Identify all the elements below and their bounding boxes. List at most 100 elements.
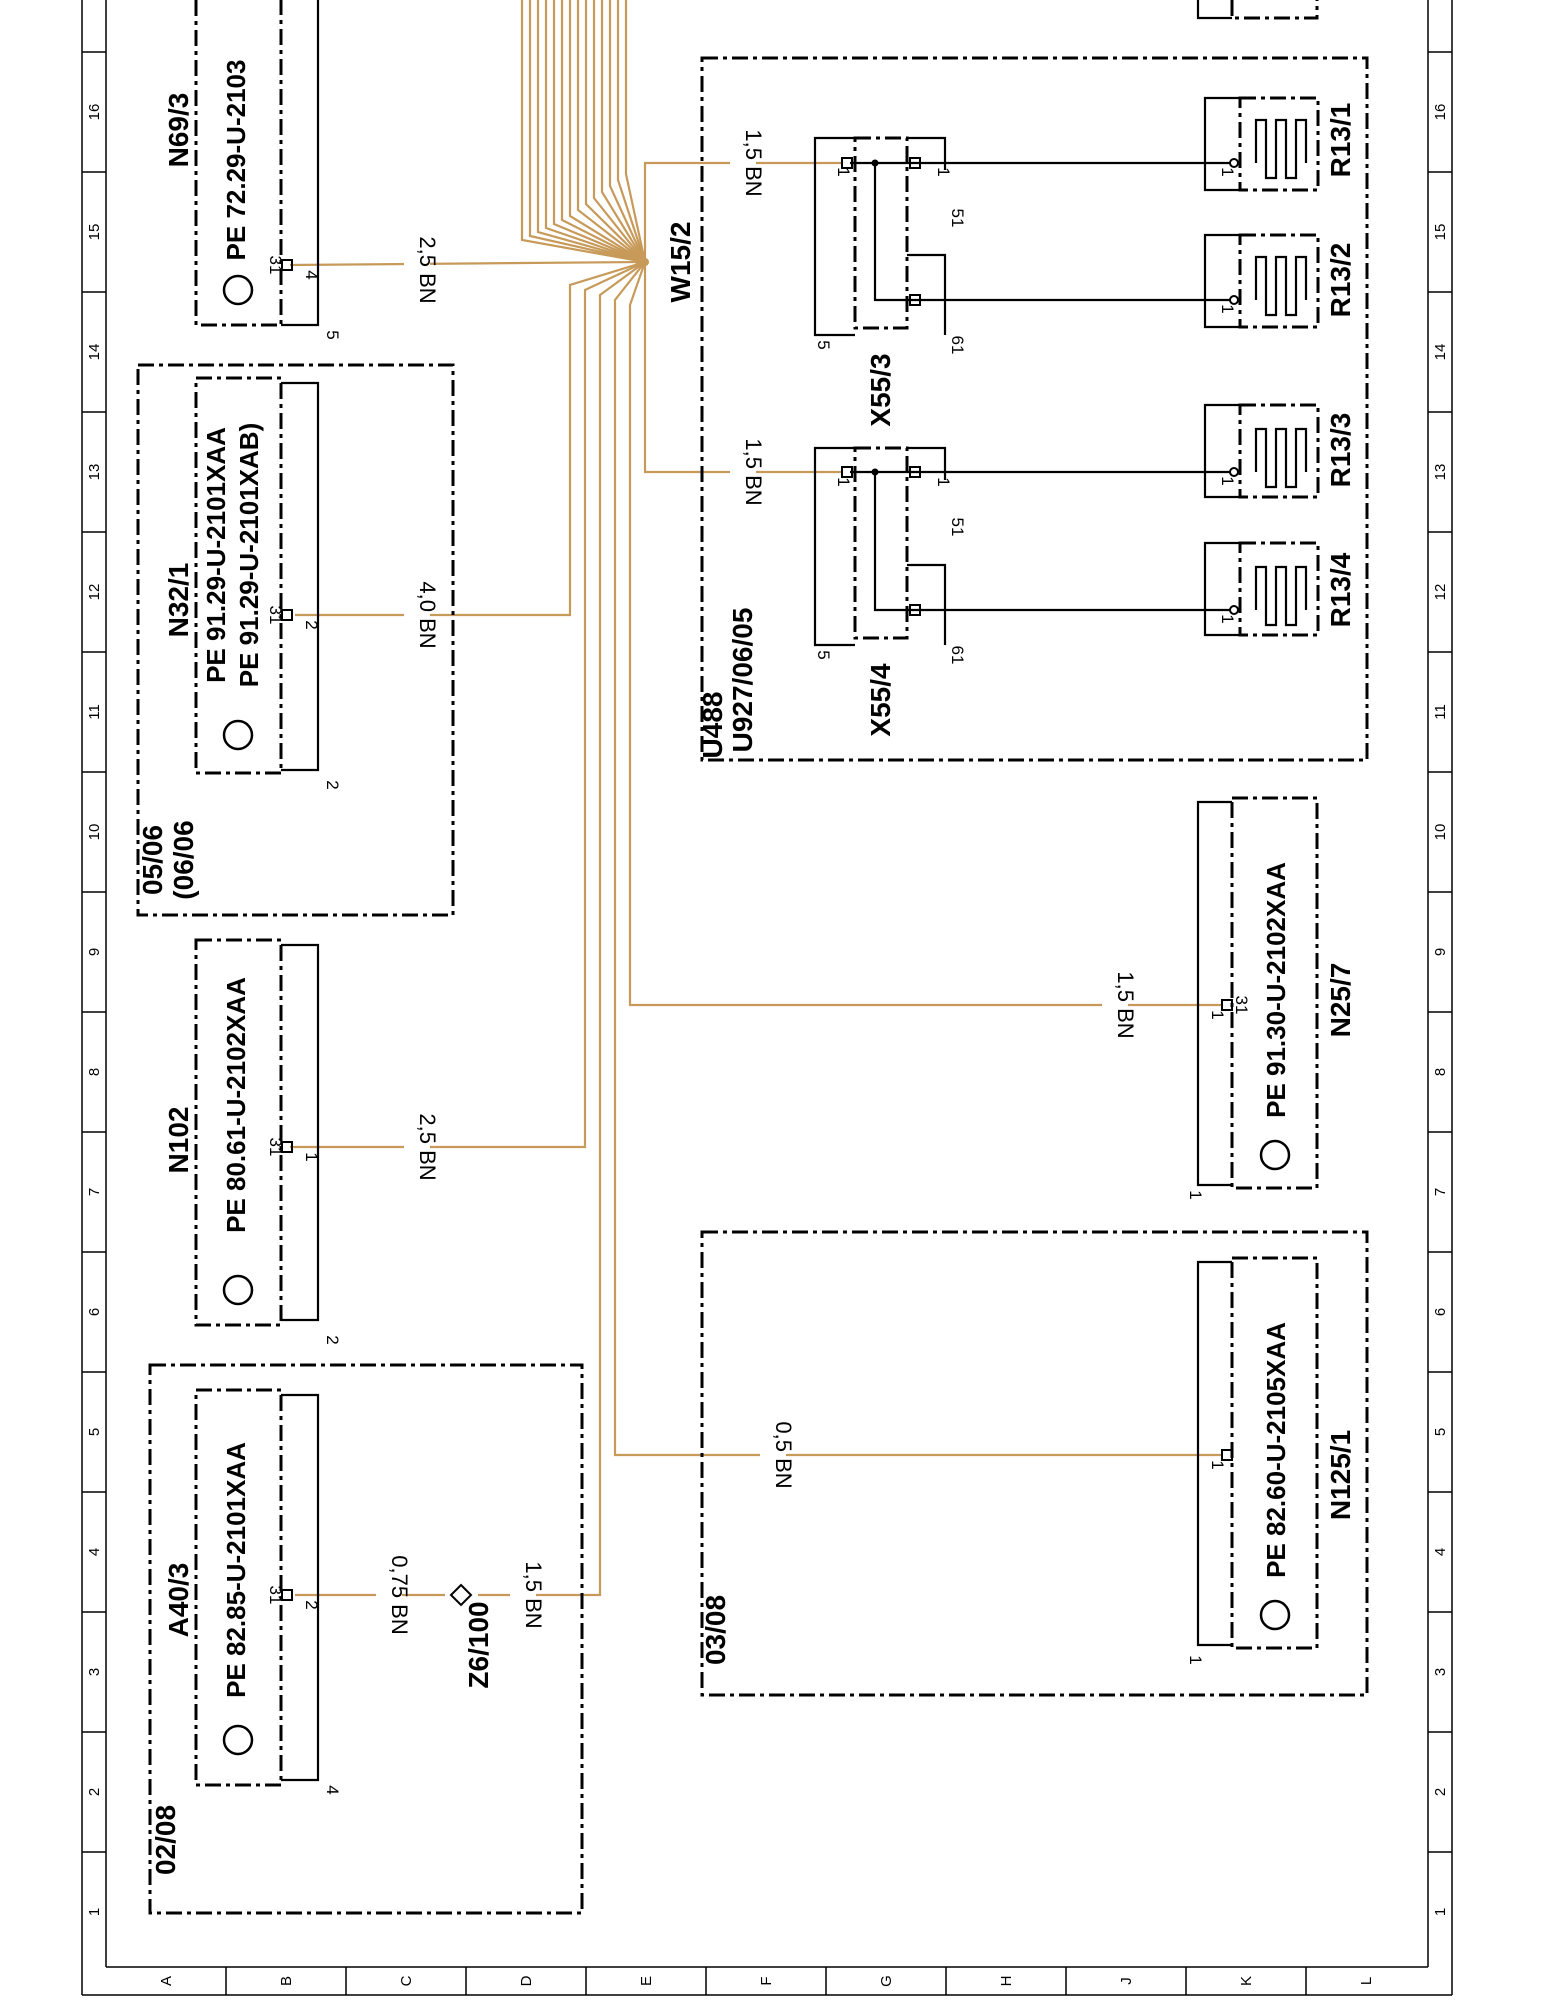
u488-id2: U927/06/05 — [727, 608, 758, 753]
transistor-icon — [222, 1274, 254, 1306]
x55-4-pin-5: 5 — [814, 650, 833, 659]
col-12-left: 12 — [86, 584, 103, 601]
wire-label-x55-3: 1,5 BN — [741, 129, 766, 196]
col-7-left: 7 — [86, 1188, 103, 1196]
n25-pin-1a: 1 — [1208, 1010, 1227, 1019]
transistor-icon — [222, 719, 254, 751]
col-4-left: 4 — [86, 1548, 103, 1556]
col-13-left: 13 — [86, 464, 103, 481]
column-ticks — [82, 51, 1452, 1853]
wire-n32 — [295, 260, 646, 617]
component-u488: U488 U927/06/05 — [697, 56, 1369, 762]
transistor-icon — [222, 274, 254, 306]
n69-pin-4: 4 — [302, 270, 321, 279]
n32-date2: (06/06 — [168, 820, 199, 899]
r13-4-id: R13/4 — [1325, 552, 1356, 627]
x55-4-pin-51: 51 — [948, 518, 967, 537]
r13-1-pin: 1 — [1218, 167, 1237, 176]
col-15-left: 15 — [86, 224, 103, 241]
row-letters: A B C D E F G H J K L — [158, 1967, 1375, 1995]
a40-id: A40/3 — [163, 1563, 194, 1638]
wire-label-n102: 2,5 BN — [415, 1113, 440, 1180]
component-n69-3: N69/3 PE 72.29-U-2103 31 4 5 — [163, 0, 342, 340]
r13-3-pin: 1 — [1218, 476, 1237, 485]
col-11-left: 11 — [86, 704, 103, 720]
n25-code: PE 91.30-U-2102XAA — [1261, 862, 1291, 1118]
wire-labels: 2,5 BN 4,0 BN 2,5 BN 0,75 BN 1,5 BN 0,5 … — [376, 129, 1138, 1635]
row-E: E — [638, 1976, 655, 1986]
component-n102: N102 PE 80.61-U-2102XAA 31 1 2 — [163, 938, 342, 1345]
col-13-right: 13 — [1432, 464, 1449, 481]
wire-label-n25: 1,5 BN — [1113, 971, 1138, 1038]
n32-date1: 05/06 — [137, 825, 168, 895]
wire-x55-4 — [643, 262, 842, 474]
drawing-frame — [81, 0, 1453, 1996]
n69-code: PE 72.29-U-2103 — [221, 60, 251, 261]
wire-label-a40-in: 0,75 BN — [387, 1555, 412, 1635]
row-H: H — [998, 1976, 1015, 1987]
n125-date: 03/08 — [700, 1595, 731, 1665]
x55-3-pin-61: 61 — [948, 336, 967, 355]
row-C: C — [398, 1975, 415, 1986]
col-8-left: 8 — [86, 1068, 103, 1076]
n102-pin-1: 1 — [302, 1152, 321, 1161]
col-5-left: 5 — [86, 1428, 103, 1436]
a40-code: PE 82.85-U-2101XAA — [221, 1442, 251, 1698]
splice-w15-2: W15/2 — [641, 222, 696, 303]
a40-pin-2: 2 — [302, 1600, 321, 1609]
row-A: A — [158, 1976, 175, 1986]
component-n32-1: N32/1 PE 91.29-U-2101XAA PE 91.29-U-2101… — [136, 363, 455, 917]
col-11-right: 11 — [1432, 704, 1449, 720]
r13-2-pin: 1 — [1218, 304, 1237, 313]
x55-3-pin-51: 51 — [948, 209, 967, 228]
col-12-right: 12 — [1432, 584, 1449, 601]
a40-date: 02/08 — [150, 1805, 181, 1875]
n102-pin-31: 31 — [266, 1138, 285, 1157]
n102-pin-2: 2 — [323, 1335, 342, 1344]
transistor-icon — [1259, 1599, 1291, 1631]
heater-r13-1: R13/1 1 — [1203, 96, 1356, 192]
component-n125-1: N125/1 PE 82.60-U-2105XAA 03/08 1 1 — [700, 1230, 1369, 1697]
n32-id: N32/1 — [163, 563, 194, 638]
col-16-right: 16 — [1432, 104, 1449, 121]
wire-n125 — [613, 261, 1222, 1457]
col-2-left: 2 — [86, 1788, 103, 1796]
wire-n25 — [628, 261, 1222, 1007]
n32-pin-2b: 2 — [323, 780, 342, 789]
row-B: B — [278, 1976, 295, 1986]
col-10-right: 10 — [1432, 824, 1449, 841]
wire-n69 — [289, 260, 646, 267]
n25-id: N25/7 — [1325, 963, 1356, 1038]
row-D: D — [518, 1975, 535, 1986]
col-9-right: 9 — [1432, 948, 1449, 956]
connector-x55-3: X55/3 1 5 51 61 1 — [813, 136, 1230, 427]
col-16-left: 16 — [86, 104, 103, 121]
wire-label-a40-out: 1,5 BN — [521, 1561, 546, 1628]
x55-4-pin-1b: 1 — [934, 477, 953, 486]
row-J: J — [1118, 1977, 1135, 1985]
col-14-left: 14 — [86, 344, 103, 361]
transistor-icon — [222, 1724, 254, 1756]
col-14-right: 14 — [1432, 344, 1449, 361]
wire-n102 — [290, 261, 646, 1149]
col-6-right: 6 — [1432, 1308, 1449, 1316]
col-1-left: 1 — [86, 1908, 103, 1916]
r13-4-pin: 1 — [1218, 614, 1237, 623]
component-n25-7: N25/7 PE 91.30-U-2102XAA 31 1 1 — [1186, 796, 1356, 1200]
col-3-right: 3 — [1432, 1668, 1449, 1676]
col-10-left: 10 — [86, 824, 103, 841]
col-3-left: 3 — [86, 1668, 103, 1676]
n25-pin-31: 31 — [1232, 996, 1251, 1015]
wire-x55-3 — [643, 161, 842, 262]
connector-z6-100: Z6/100 — [449, 1583, 494, 1689]
x55-4-id: X55/4 — [865, 663, 896, 737]
splice-label: W15/2 — [665, 222, 696, 303]
col-5-right: 5 — [1432, 1428, 1449, 1436]
component-a40-3: A40/3 PE 82.85-U-2101XAA 02/08 31 2 4 — [148, 1363, 584, 1915]
n69-id: N69/3 — [163, 93, 194, 168]
column-numbers: 16 15 14 13 12 11 10 9 8 7 6 5 4 3 2 1 1… — [86, 104, 1449, 1917]
partial-component-top-right — [1196, 0, 1319, 20]
n102-id: N102 — [163, 1107, 194, 1174]
col-1-right: 1 — [1432, 1908, 1449, 1916]
